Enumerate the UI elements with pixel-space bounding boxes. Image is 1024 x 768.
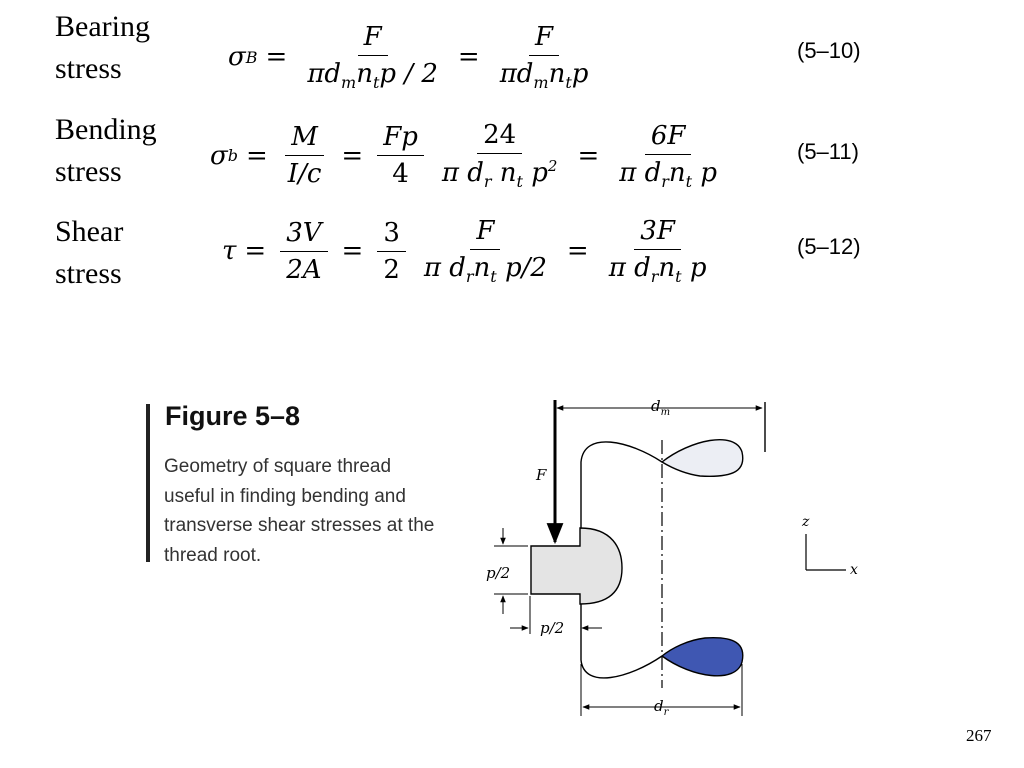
equation-number-5-11: (5–11)	[797, 139, 859, 164]
x-axis-label: x	[850, 562, 858, 578]
thread-section-bottom-shaded	[660, 637, 744, 677]
figure-caption: Geometry of square thread useful in find…	[164, 456, 435, 566]
equation-shear-stress: τ = 3V 2A = 3 2 F π drnt p/2 = 3F π drnt…	[222, 216, 707, 286]
equation-number-5-12: (5–12)	[797, 234, 861, 259]
thread-section-top	[660, 439, 744, 477]
screw-left-edge-bottom	[580, 598, 663, 679]
dm-label: dm	[651, 397, 670, 418]
figure-title: Figure 5–8	[165, 401, 301, 431]
force-label: F	[535, 466, 547, 484]
dr-label: dr	[654, 697, 670, 718]
equation-number-5-10: (5–10)	[797, 38, 861, 63]
square-thread-tooth	[530, 527, 623, 605]
screw-left-edge-top	[580, 441, 663, 548]
slide-number: 267	[966, 726, 992, 745]
p-half-horizontal-label: p/2	[540, 619, 564, 637]
z-axis-label: z	[801, 514, 810, 530]
figure-caption-bar	[146, 404, 150, 562]
p-half-vertical-label: p/2	[486, 564, 510, 582]
